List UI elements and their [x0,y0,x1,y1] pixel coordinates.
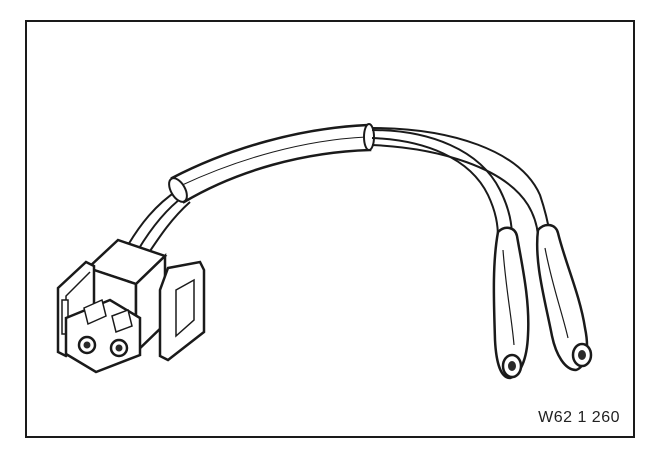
insulating-sleeve [168,123,375,204]
figure-code-label: W62 1 260 [538,409,620,426]
test-clip-left [492,226,530,380]
figure-frame [25,20,635,438]
lead-wires [371,127,551,239]
connector-plug [56,238,206,374]
test-clip-right [535,223,593,372]
